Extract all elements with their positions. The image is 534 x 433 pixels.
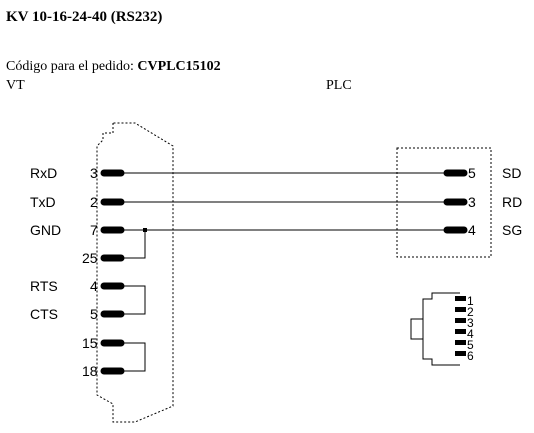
plc-signal-sg: SG (502, 222, 522, 238)
rj-pin-label-2: 2 (467, 305, 474, 319)
vt-signal-gnd: GND (30, 222, 61, 238)
rj-pin-label-6: 6 (467, 349, 474, 363)
plc-pin-4: 4 (468, 222, 476, 238)
plc-pin-3: 3 (468, 194, 476, 210)
rj-contact-6 (455, 351, 466, 356)
jumper-15-18 (121, 342, 146, 372)
order-code-line: Código para el pedido: CVPLC15102 (6, 59, 221, 75)
rj-pin-label-4: 4 (467, 327, 474, 341)
vt-pin-5: 5 (90, 306, 98, 322)
vt-label: VT (6, 78, 25, 93)
rj-plug-latch (410, 318, 424, 340)
plc-label: PLC (326, 78, 352, 93)
vt-pin-25: 25 (82, 250, 98, 266)
rj-plug-icon (410, 292, 466, 366)
rj-plug-body (422, 292, 460, 366)
order-code-prefix: Código para el pedido: (6, 59, 138, 74)
vt-pin-4: 4 (90, 278, 98, 294)
rj-contact-2 (455, 307, 466, 312)
order-code-value: CVPLC15102 (137, 59, 221, 74)
vt-pin-7: 7 (90, 222, 98, 238)
vt-signal-txd: TxD (30, 194, 56, 210)
rj-contact-5 (455, 340, 466, 345)
vt-pin-2: 2 (90, 194, 98, 210)
rj-contact-3 (455, 318, 466, 323)
vt-pin-18: 18 (82, 363, 98, 379)
vt-pin-15: 15 (82, 335, 98, 351)
rj-pin-label-5: 5 (467, 338, 474, 352)
plc-pin-5: 5 (468, 165, 476, 181)
vt-signal-rxd: RxD (30, 165, 57, 181)
vt-signal-cts: CTS (30, 306, 58, 322)
rj-pin-label-1: 1 (467, 294, 474, 308)
rj-contact-4 (455, 329, 466, 334)
plc-signal-sd: SD (502, 165, 521, 181)
jumper-rts-cts (121, 285, 146, 315)
jumper-7-25 (121, 230, 146, 259)
plc-signal-rd: RD (502, 194, 522, 210)
rj-pin-label-3: 3 (467, 316, 474, 330)
vt-pin-3: 3 (90, 165, 98, 181)
vt-signal-rts: RTS (30, 278, 58, 294)
plc-connector-outline (396, 147, 492, 258)
rj-contact-1 (455, 296, 466, 301)
diagram-title: KV 10-16-24-40 (RS232) (6, 9, 163, 25)
vt-connector-outline (96, 122, 174, 423)
